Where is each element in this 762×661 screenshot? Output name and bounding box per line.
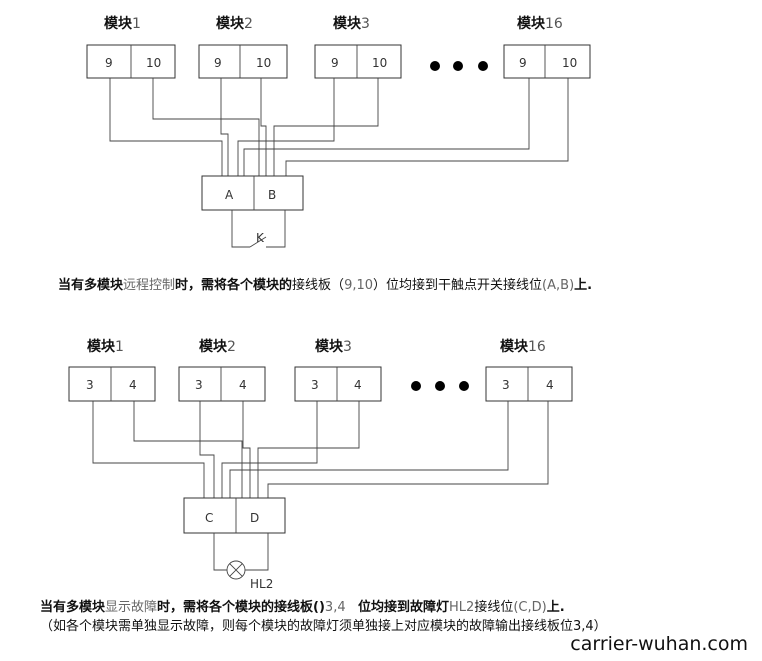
diagram2: 模块1 模块2 模块3 模块16 3 4 3 4 3 4 3 4 (68, 338, 573, 591)
terminal-9: 9 (519, 56, 527, 70)
terminal-4: 4 (129, 378, 137, 392)
terminal-4: 4 (354, 378, 362, 392)
terminal-4: 4 (239, 378, 247, 392)
diagram1-note: 当有多模块远程控制时，需将各个模块的接线板（9,10）位均接到干触点开关接线位(… (58, 278, 593, 293)
terminal-a: A (225, 188, 234, 202)
terminal-10: 10 (146, 56, 161, 70)
terminal-9: 9 (331, 56, 339, 70)
terminal-b: B (268, 188, 276, 202)
terminal-9: 9 (214, 56, 222, 70)
module-label-16: 模块16 (500, 338, 546, 355)
module-label-1: 模块1 (104, 15, 141, 32)
watermark: carrier-wuhan.com (570, 633, 748, 655)
terminal-block-1: 3 4 (68, 366, 156, 402)
terminal-c: C (205, 511, 213, 525)
diagram2-note-line2: （如各个模块需单独显示故障，则每个模块的故障灯须单独接上对应模块的故障输出接线板… (40, 619, 607, 634)
terminal-4: 4 (546, 378, 554, 392)
terminal-3: 3 (195, 378, 203, 392)
module-label-2: 模块2 (199, 338, 236, 355)
terminal-block-2: 3 4 (178, 366, 266, 402)
terminal-3: 3 (86, 378, 94, 392)
terminal-10: 10 (562, 56, 577, 70)
terminal-d: D (250, 511, 259, 525)
module-label-3: 模块3 (333, 15, 370, 32)
module-label-1: 模块1 (87, 338, 124, 355)
terminal-block-3: 3 4 (294, 366, 382, 402)
switch-label: K (256, 231, 265, 245)
terminal-block-16: 3 4 (485, 366, 573, 402)
switch-terminal-block: A B (201, 175, 304, 211)
terminal-3: 3 (311, 378, 319, 392)
terminal-3: 3 (502, 378, 510, 392)
ellipsis-dots (411, 381, 469, 391)
module-label-3: 模块3 (315, 338, 352, 355)
module-label-2: 模块2 (216, 15, 253, 32)
terminal-block-2: 9 10 (198, 44, 288, 79)
terminal-10: 10 (256, 56, 271, 70)
lamp-label: HL2 (250, 577, 273, 591)
lamp-hl2: HL2 (213, 533, 273, 591)
lamp-terminal-block: C D (183, 497, 286, 534)
diagram1: 模块1 模块2 模块3 模块16 9 10 9 10 9 10 9 10 (86, 15, 591, 248)
terminal-block-3: 9 10 (314, 44, 402, 79)
switch-k: K (231, 210, 286, 248)
module-label-16: 模块16 (517, 15, 563, 32)
terminal-9: 9 (105, 56, 113, 70)
terminal-block-16: 9 10 (503, 44, 591, 79)
terminal-block-1: 9 10 (86, 44, 176, 79)
diagram2-note: 当有多模块显示故障时，需将各个模块的接线板()3,4 位均接到故障灯HL2接线位… (40, 600, 565, 615)
ellipsis-dots (430, 61, 488, 71)
terminal-10: 10 (372, 56, 387, 70)
